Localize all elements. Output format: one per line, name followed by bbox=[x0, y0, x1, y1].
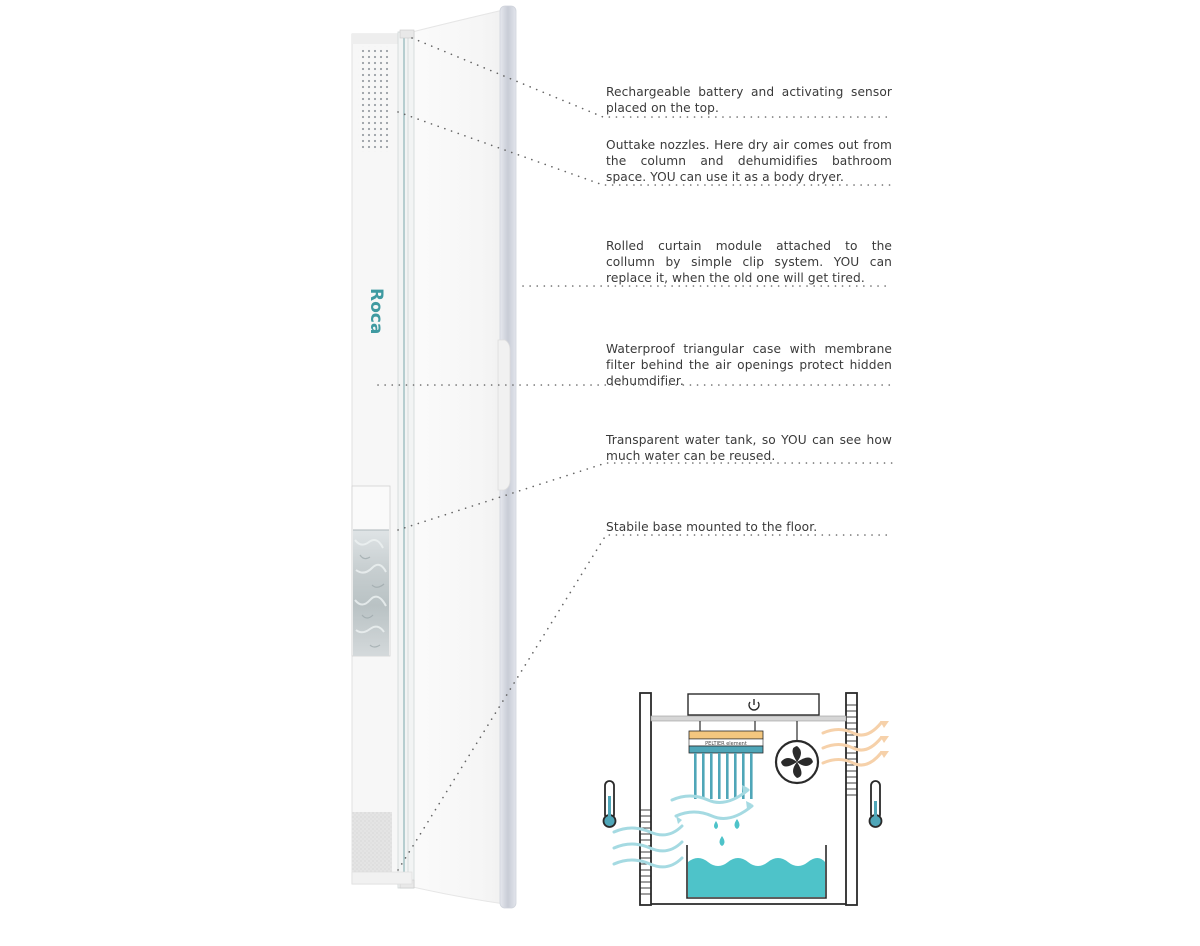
dehumidifier-schematic: PELTIER element bbox=[602, 692, 889, 906]
leader-lines bbox=[377, 37, 893, 871]
rolled-curtain bbox=[403, 5, 517, 909]
fan-icon bbox=[774, 739, 820, 785]
water-drop-icon bbox=[714, 819, 740, 846]
airflow-arrow-icon bbox=[612, 788, 754, 869]
callout-nozzles: Outtake nozzles. Here dry air comes out … bbox=[606, 138, 892, 184]
outtake-nozzles bbox=[358, 46, 390, 152]
svg-text:Roca: Roca bbox=[366, 288, 386, 334]
column-body bbox=[351, 29, 415, 889]
power-icon bbox=[748, 699, 760, 711]
callout-battery: Rechargeable battery and activating sens… bbox=[606, 85, 892, 115]
stabile-base bbox=[352, 812, 392, 872]
water-tank bbox=[351, 485, 391, 657]
thermometer-icon bbox=[868, 780, 883, 828]
callout-curtain: Rolled curtain module attached to the co… bbox=[606, 239, 892, 285]
roca-logo: Roca bbox=[366, 288, 386, 334]
thermometer-icon bbox=[602, 780, 617, 828]
callout-case: Waterproof triangular case with membrane… bbox=[606, 342, 892, 388]
callout-tank: Transparent water tank, so YOU can see h… bbox=[606, 433, 892, 463]
peltier-label: PELTIER element bbox=[705, 741, 747, 747]
callout-base: Stabile base mounted to the floor. bbox=[606, 520, 818, 534]
